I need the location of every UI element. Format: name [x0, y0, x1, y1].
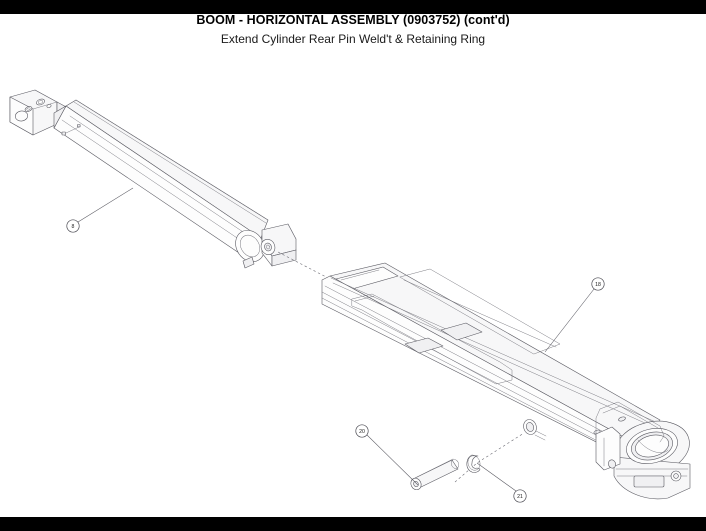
boom-bracket — [595, 426, 621, 471]
callout-8-number: 8 — [72, 224, 75, 230]
boom-top-plate — [329, 262, 661, 447]
barrel-detail-marker — [61, 124, 81, 136]
cylinder-rod-end-cap — [235, 229, 265, 269]
callout-group: 8 18 20 21 — [66, 187, 605, 503]
cylinder-port-fittings — [24, 98, 52, 112]
callout-18-number: 18 — [595, 282, 601, 288]
callout-20-number: 20 — [359, 429, 365, 435]
callout-8[interactable]: 8 — [66, 187, 134, 233]
callout-21[interactable]: 21 — [476, 462, 527, 503]
page-subtitle: Extend Cylinder Rear Pin Weld't & Retain… — [220, 32, 486, 46]
assembly-drawing: .ln { fill:none; stroke:#5a5a62; stroke-… — [9, 89, 691, 503]
callout-18[interactable]: 18 — [544, 277, 605, 353]
callout-21-number: 21 — [517, 494, 523, 500]
rear-pin-weldment-part — [410, 458, 460, 491]
boom-small-boss — [608, 459, 616, 469]
wear-pad-1 — [440, 322, 483, 341]
title-block: BOOM - HORIZONTAL ASSEMBLY (0903752) (co… — [0, 12, 706, 47]
boom-side-web — [321, 275, 641, 465]
retaining-ring-part — [466, 454, 481, 473]
barrel-seam — [73, 101, 267, 224]
wear-pad-2 — [404, 337, 444, 354]
boom-hole-1 — [618, 416, 626, 422]
cylinder-barrel — [53, 99, 269, 258]
boom-pivot-boss — [613, 420, 691, 500]
boom-pin-bore — [523, 419, 547, 441]
boom-weldment-part — [321, 262, 691, 500]
page-title: BOOM - HORIZONTAL ASSEMBLY (0903752) (co… — [196, 13, 510, 27]
extend-cylinder-part — [9, 89, 297, 269]
boom-wear-channel — [351, 293, 513, 385]
cylinder-clevis — [260, 223, 297, 267]
assembly-axis-lower — [454, 432, 525, 483]
boom-top-strap — [595, 401, 665, 443]
callout-20[interactable]: 20 — [355, 424, 419, 486]
